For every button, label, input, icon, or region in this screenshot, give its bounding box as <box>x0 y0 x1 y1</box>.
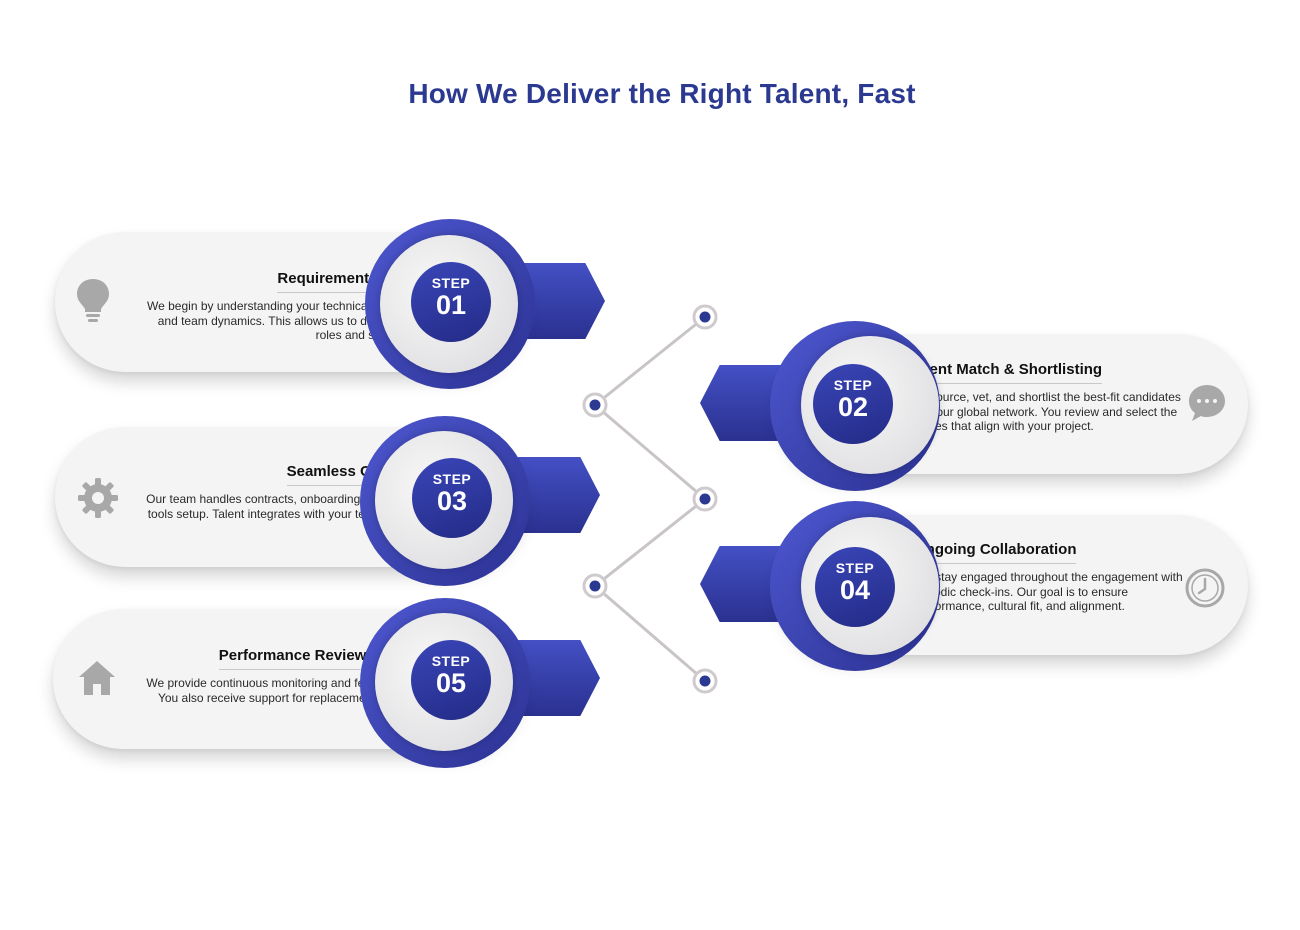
clock-icon <box>1184 567 1226 614</box>
step-05-number: 05 <box>435 668 467 698</box>
step-02-step-label: STEP <box>833 377 873 393</box>
step-05-step-label: STEP <box>431 653 471 669</box>
step-03-number: 03 <box>436 486 468 516</box>
step-02-text: Talent Match & Shortlisting We source, v… <box>909 361 1184 434</box>
step-05-badge: STEP 05 <box>411 640 491 720</box>
lightbulb-icon <box>73 276 113 329</box>
step-02-number: 02 <box>837 392 869 422</box>
step-04-number: 04 <box>839 575 871 605</box>
step-02-badge: STEP 02 <box>813 364 893 444</box>
step-04-badge: STEP 04 <box>815 547 895 627</box>
step-05-arrow-tab <box>518 640 600 716</box>
chat-bubble-icon <box>1186 382 1228 429</box>
step-04-step-label: STEP <box>835 560 875 576</box>
step-04-text: Ongoing Collaboration We stay engaged th… <box>914 541 1189 614</box>
page-title: How We Deliver the Right Talent, Fast <box>408 78 916 109</box>
step-01-badge: STEP 01 <box>411 262 491 342</box>
step-02-description: We source, vet, and shortlist the best-f… <box>909 390 1181 433</box>
step-03-badge: STEP 03 <box>412 458 492 538</box>
home-icon <box>77 659 117 702</box>
connector-node <box>692 304 718 330</box>
step-03-step-label: STEP <box>432 471 472 487</box>
connector-node <box>582 392 608 418</box>
step-01-number: 01 <box>435 290 467 320</box>
connector-node <box>582 573 608 599</box>
step-04-arrow-tab <box>700 546 782 622</box>
step-02-title: Talent Match & Shortlisting <box>909 361 1103 384</box>
step-04-description: We stay engaged throughout the engagemen… <box>914 570 1183 613</box>
step-02-arrow-tab <box>700 365 782 441</box>
step-03-arrow-tab <box>518 457 600 533</box>
step-04-title: Ongoing Collaboration <box>914 541 1077 564</box>
connector-line <box>592 315 708 683</box>
connector-node <box>692 486 718 512</box>
connector-node <box>692 668 718 694</box>
step-01-step-label: STEP <box>431 275 471 291</box>
step-01-arrow-tab <box>523 263 605 339</box>
gear-icon <box>77 477 119 524</box>
